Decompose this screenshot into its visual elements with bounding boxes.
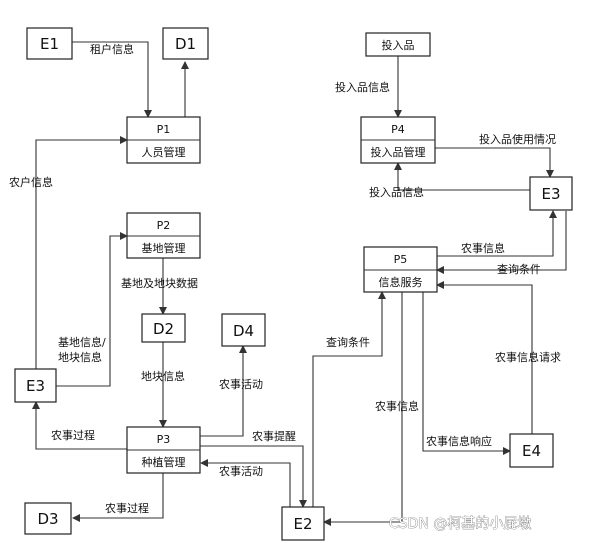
entity-input-goods-label: 投入品 xyxy=(382,38,415,52)
flow-e2-p3 xyxy=(200,459,291,507)
flow-p3-d4 xyxy=(200,345,247,437)
store-d3: D3 xyxy=(24,502,72,535)
label-farm-process-d3: 农事过程 xyxy=(105,501,149,515)
entity-e2-label: E2 xyxy=(293,515,312,533)
process-p4: P4 投入品管理 xyxy=(360,116,436,164)
store-d1: D1 xyxy=(162,27,209,60)
flow-p5-e2 xyxy=(323,292,403,526)
entity-e2: E2 xyxy=(281,506,325,541)
flow-p3-e3 xyxy=(32,401,127,450)
process-p5: P5 信息服务 xyxy=(363,246,438,293)
entity-e1: E1 xyxy=(26,27,73,60)
label-input-goods-info-top: 投入品信息 xyxy=(335,80,390,94)
store-d2: D2 xyxy=(141,313,186,343)
flow-e3-p2 xyxy=(56,232,128,387)
process-p1-id: P1 xyxy=(157,123,171,136)
entity-e4: E4 xyxy=(509,433,554,468)
process-p2: P2 基地管理 xyxy=(126,212,201,259)
flow-e4-p5 xyxy=(436,281,533,434)
label-plot-info: 地块信息 xyxy=(141,369,185,383)
label-farm-info-e2: 农事信息 xyxy=(375,399,419,413)
label-base-plot-data: 基地及地块数据 xyxy=(121,276,198,290)
label-farm-activity-d4: 农事活动 xyxy=(219,377,263,391)
label-input-usage: 投入品使用情况 xyxy=(479,132,556,146)
process-p2-name: 基地管理 xyxy=(142,241,186,255)
flow-e3-p1 xyxy=(35,136,128,369)
store-d2-label: D2 xyxy=(153,320,174,338)
flow-e3-p4 xyxy=(394,162,530,191)
process-p3: P3 种植管理 xyxy=(126,426,201,474)
entity-e1-label: E1 xyxy=(40,35,59,53)
flow-p4-e3 xyxy=(435,147,554,178)
process-p5-id: P5 xyxy=(394,253,408,266)
entity-e3-right: E3 xyxy=(529,176,573,211)
label-farm-activity-e2: 农事活动 xyxy=(219,464,263,478)
process-p4-name: 投入品管理 xyxy=(371,145,426,159)
label-tenant-info: 租户信息 xyxy=(90,42,134,56)
entity-input-goods: 投入品 xyxy=(365,32,431,57)
label-farm-info-request: 农事信息请求 xyxy=(495,350,561,364)
watermark: CSDN @柯基的小屁墩 xyxy=(389,515,531,532)
store-d4: D4 xyxy=(221,313,266,347)
label-query-cond-e2: 查询条件 xyxy=(326,335,370,349)
flow-e2-p5 xyxy=(312,291,386,507)
process-p1-name: 人员管理 xyxy=(142,145,186,159)
process-p4-id: P4 xyxy=(391,123,405,136)
process-p5-name: 信息服务 xyxy=(379,275,423,289)
process-p1: P1 人员管理 xyxy=(126,116,201,164)
entity-e3-right-label: E3 xyxy=(541,185,560,203)
process-p3-name: 种植管理 xyxy=(142,455,186,469)
flow-p3-d3 xyxy=(72,473,164,522)
entity-e3-left: E3 xyxy=(14,368,57,403)
label-farm-info-response: 农事信息响应 xyxy=(426,434,492,448)
label-base-info-line1: 基地信息/ xyxy=(58,335,106,349)
label-query-cond-e3: 查询条件 xyxy=(497,262,541,276)
label-farm-reminder: 农事提醒 xyxy=(252,429,296,443)
store-d4-label: D4 xyxy=(233,322,254,340)
label-base-info-line2: 地块信息 xyxy=(58,350,102,364)
entity-e3-left-label: E3 xyxy=(26,377,45,395)
label-farm-process-e3: 农事过程 xyxy=(51,428,95,442)
flow-e1-p1 xyxy=(72,41,152,118)
label-farm-info-p5: 农事信息 xyxy=(461,241,505,255)
flow-p5-e4 xyxy=(422,292,511,455)
label-farmer-info: 农户信息 xyxy=(9,175,53,189)
process-p2-id: P2 xyxy=(157,219,171,232)
label-input-goods-info-e3: 投入品信息 xyxy=(369,185,424,199)
store-d1-label: D1 xyxy=(175,35,196,53)
flow-e3-p5 xyxy=(436,211,567,274)
store-d3-label: D3 xyxy=(37,510,58,528)
entity-e4-label: E4 xyxy=(522,442,541,460)
flow-p5-e3 xyxy=(436,210,557,257)
flow-p3-e2 xyxy=(200,445,307,508)
process-p3-id: P3 xyxy=(157,433,171,446)
